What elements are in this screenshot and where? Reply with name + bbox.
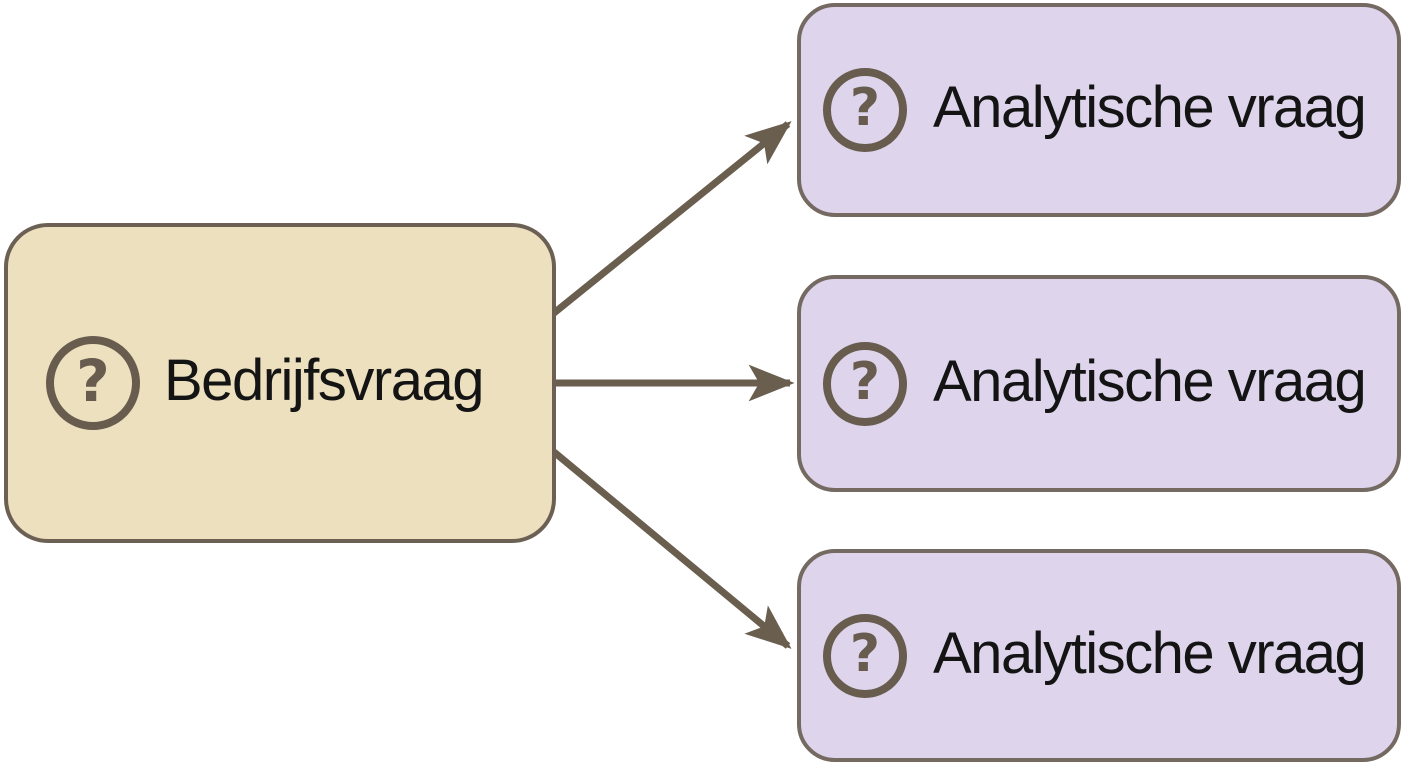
question-mark-glyph: ? [849,623,881,684]
node-label-analytische-vraag-2: Analytische vraag [933,348,1367,414]
node-analytische-vraag-3: ? Analytische vraag [797,549,1401,762]
node-analytische-vraag-1: ? Analytische vraag [797,3,1401,217]
question-mark-icon: ? [823,68,907,152]
question-mark-glyph: ? [849,351,881,412]
question-mark-glyph: ? [76,347,110,415]
node-analytische-vraag-2: ? Analytische vraag [797,275,1401,492]
question-mark-icon: ? [46,336,140,430]
arrow-source-to-target-1 [551,121,792,316]
node-label-analytische-vraag-1: Analytische vraag [933,75,1367,140]
question-mark-icon: ? [823,613,907,698]
node-bedrijfsvraag: ? Bedrijfsvraag [4,223,556,543]
arrow-source-to-target-3 [551,449,792,649]
question-mark-glyph: ? [849,78,881,138]
node-label-analytische-vraag-3: Analytische vraag [933,620,1367,686]
node-label-bedrijfsvraag: Bedrijfsvraag [164,348,484,413]
question-mark-icon: ? [823,341,907,426]
